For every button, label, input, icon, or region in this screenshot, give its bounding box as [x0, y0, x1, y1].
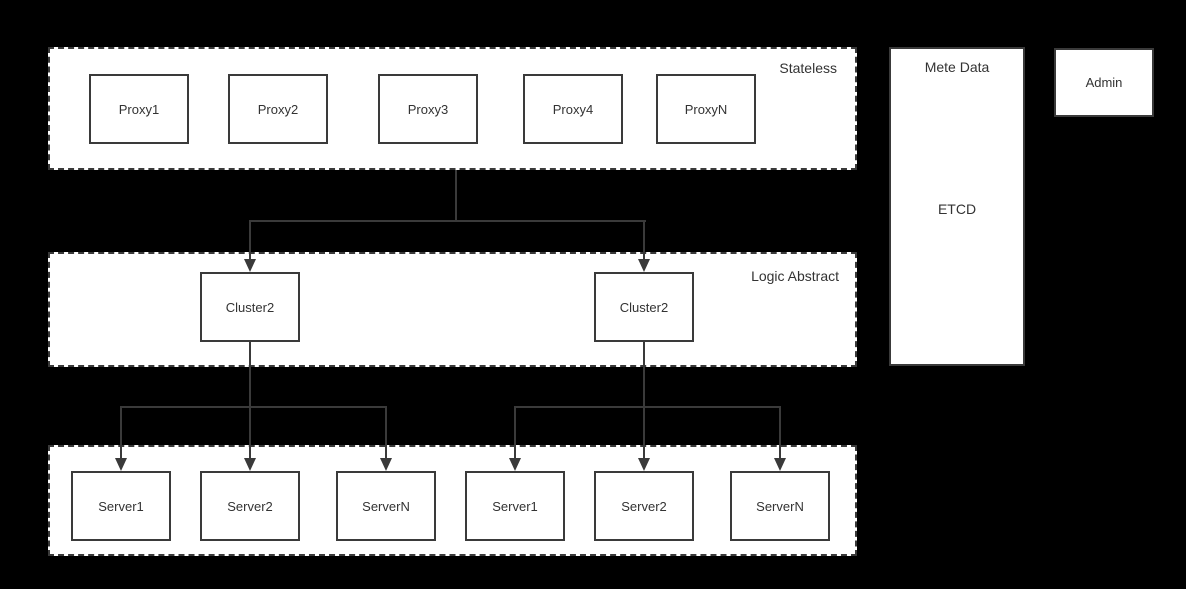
admin-box: Admin — [1054, 48, 1154, 117]
meta-data-title: Mete Data — [924, 59, 990, 75]
server1-right-box: Server1 — [465, 471, 565, 541]
servern-left-label: ServerN — [362, 498, 410, 514]
server2-left-label: Server2 — [227, 498, 273, 514]
proxy1-box: Proxy1 — [89, 74, 189, 144]
connector-line — [249, 342, 251, 459]
connector-line — [249, 220, 251, 260]
arrow-down-icon — [774, 458, 786, 471]
connector-line — [514, 406, 781, 408]
connector-line — [455, 170, 457, 221]
connector-line — [120, 406, 387, 408]
connector-line — [514, 406, 516, 459]
servern-right-box: ServerN — [730, 471, 830, 541]
etcd-label: ETCD — [937, 201, 977, 217]
connector-line — [643, 342, 645, 459]
proxyn-box: ProxyN — [656, 74, 756, 144]
server2-right-label: Server2 — [621, 498, 667, 514]
arrow-down-icon — [380, 458, 392, 471]
cluster-right-box: Cluster2 — [594, 272, 694, 342]
proxy3-label: Proxy3 — [407, 101, 449, 117]
arrow-down-icon — [638, 259, 650, 272]
connector-line — [120, 406, 122, 459]
connector-line — [643, 220, 645, 260]
arrow-down-icon — [638, 458, 650, 471]
proxy3-box: Proxy3 — [378, 74, 478, 144]
stateless-layer: Stateless Proxy1 Proxy2 Proxy3 Proxy4 Pr… — [48, 47, 857, 170]
cluster-left-label: Cluster2 — [225, 299, 275, 315]
server2-right-box: Server2 — [594, 471, 694, 541]
meta-data-box: Mete Data ETCD — [889, 47, 1025, 366]
server1-right-label: Server1 — [492, 498, 538, 514]
servern-left-box: ServerN — [336, 471, 436, 541]
connector-line — [249, 220, 646, 222]
arrow-down-icon — [115, 458, 127, 471]
proxy1-label: Proxy1 — [118, 101, 160, 117]
arrow-down-icon — [509, 458, 521, 471]
connector-line — [385, 406, 387, 459]
proxyn-label: ProxyN — [684, 101, 728, 117]
arrow-down-icon — [244, 259, 256, 272]
servers-layer: Server1 Server2 ServerN Server1 Server2 … — [48, 445, 857, 556]
logic-abstract-layer-label: Logic Abstract — [751, 268, 839, 284]
stateless-layer-label: Stateless — [779, 60, 837, 76]
proxy4-box: Proxy4 — [523, 74, 623, 144]
server2-left-box: Server2 — [200, 471, 300, 541]
proxy2-box: Proxy2 — [228, 74, 328, 144]
logic-abstract-layer: Logic Abstract Cluster2 Cluster2 — [48, 252, 857, 367]
proxy4-label: Proxy4 — [552, 101, 594, 117]
admin-label: Admin — [1085, 75, 1123, 90]
cluster-right-label: Cluster2 — [619, 299, 669, 315]
server1-left-label: Server1 — [98, 498, 144, 514]
servern-right-label: ServerN — [756, 498, 804, 514]
arrow-down-icon — [244, 458, 256, 471]
cluster-left-box: Cluster2 — [200, 272, 300, 342]
connector-line — [779, 406, 781, 459]
server1-left-box: Server1 — [71, 471, 171, 541]
proxy2-label: Proxy2 — [257, 101, 299, 117]
